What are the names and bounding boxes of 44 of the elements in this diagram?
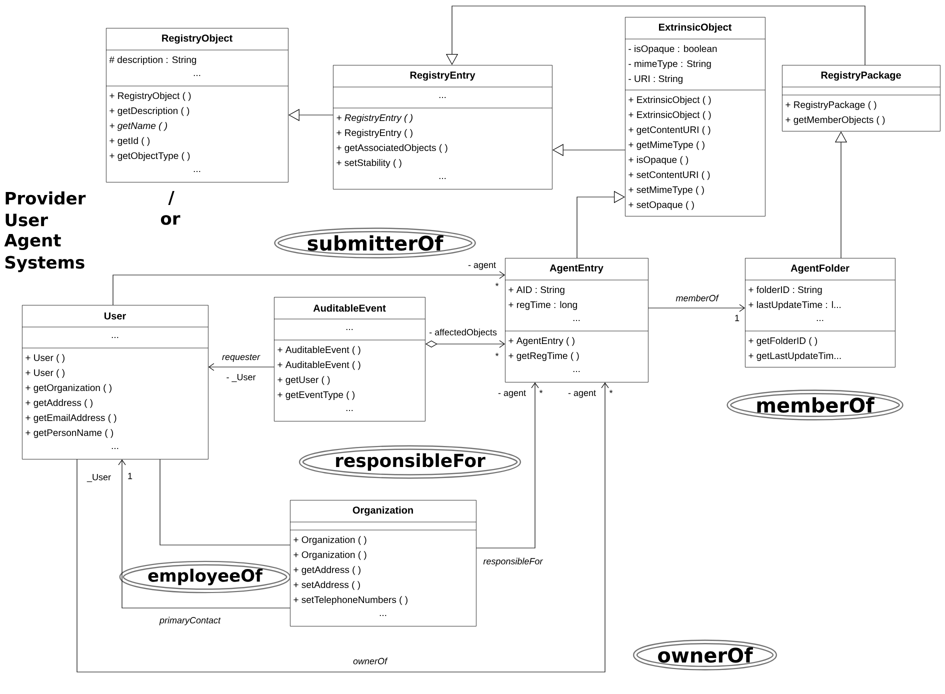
class-box: RegistryEntry ... + RegistryEntry ( ) + RegistryEntry ( ) + getAssociatedObjects ( ) + setStability ( ) ...	[332, 65, 552, 190]
edge-label: ownerOf	[352, 656, 388, 666]
multiplicity-label: *	[609, 390, 613, 394]
heading-text: Agent	[4, 234, 61, 250]
multiplicity-label: 1	[735, 314, 740, 322]
association-line	[160, 459, 290, 546]
edge-label: memberOf	[674, 294, 720, 302]
class-box: User ... + User ( ) + User ( ) + getOrganization ( ) + getAddress ( ) + getEmailAddress ( ) + getPersonName ( ) ...	[22, 305, 208, 460]
association-arrow	[648, 304, 745, 312]
association-arrow	[112, 271, 505, 306]
edge-label: responsibleFor	[482, 556, 544, 568]
association-arrow	[208, 363, 274, 371]
class-box: RegistryPackage + RegistryPackage ( ) + getMemberObjects ( )	[782, 65, 940, 132]
role-label: - affectedObjects	[429, 328, 497, 338]
role-label: - _User	[226, 374, 256, 382]
ellipse-callout: employeeOf	[119, 560, 291, 594]
generalization-arrow	[576, 190, 625, 258]
association-arrow	[118, 459, 290, 608]
heading-text: Systems	[5, 256, 84, 272]
role-label: _User	[86, 474, 111, 482]
ellipse-callout: ownerOf	[633, 640, 778, 670]
association-arrow	[76, 382, 609, 672]
class-box: RegistryObject # description : String ... + RegistryObject ( ) + getDescription ( ) + getName ( ) + getId ( ) + getObjectType ( ) ...	[106, 28, 288, 182]
ellipse-callout: memberOf	[726, 390, 904, 420]
role-label: - agent	[468, 262, 496, 270]
edge-label: requester	[221, 353, 262, 363]
heading-text: User	[6, 214, 48, 226]
class-box: ExtrinsicObject - isOpaque : boolean - mimeType : String - URI : String + ExtrinsicObject ( ) + ExtrinsicObject ( ) + getContentURI ( ) + getMimeType ( ) + isOpaque ( ) + setContentURI ( ) + setMimeType ( ) + setOpaque ( )	[624, 17, 766, 216]
multiplicity-label: *	[495, 352, 499, 356]
class-box: Organization + Organization ( ) + Organization ( ) + getAddress ( ) + setAddress ( ) + setTelephoneNumbers ( ) ...	[290, 500, 476, 626]
ellipse-callout: responsibleFor	[298, 445, 522, 479]
class-box: AuditableEvent ... + AuditableEvent ( ) + AuditableEvent ( ) + getUser ( ) + getEventType ( ) ...	[274, 297, 426, 422]
multiplicity-label: *	[539, 390, 543, 394]
role-label: - agent	[498, 390, 526, 398]
multiplicity-label: 1	[128, 472, 132, 480]
class-box: AgentFolder + folderID : String + lastUpdateTime : l... ... + getFolderID ( ) + getLastUpdateTim...	[744, 258, 896, 368]
multiplicity-label: *	[495, 282, 499, 286]
edge-label: primaryContact	[158, 616, 222, 626]
association-arrow	[476, 382, 539, 548]
role-label: - agent	[568, 390, 596, 398]
ellipse-callout: submitterOf	[274, 228, 476, 258]
heading-text: Provider	[6, 191, 86, 205]
heading-text: or	[160, 215, 180, 225]
class-box: AgentEntry + AID : String + regTime : long ... + AgentEntry ( ) + getRegTime ( ) ...	[504, 258, 648, 382]
